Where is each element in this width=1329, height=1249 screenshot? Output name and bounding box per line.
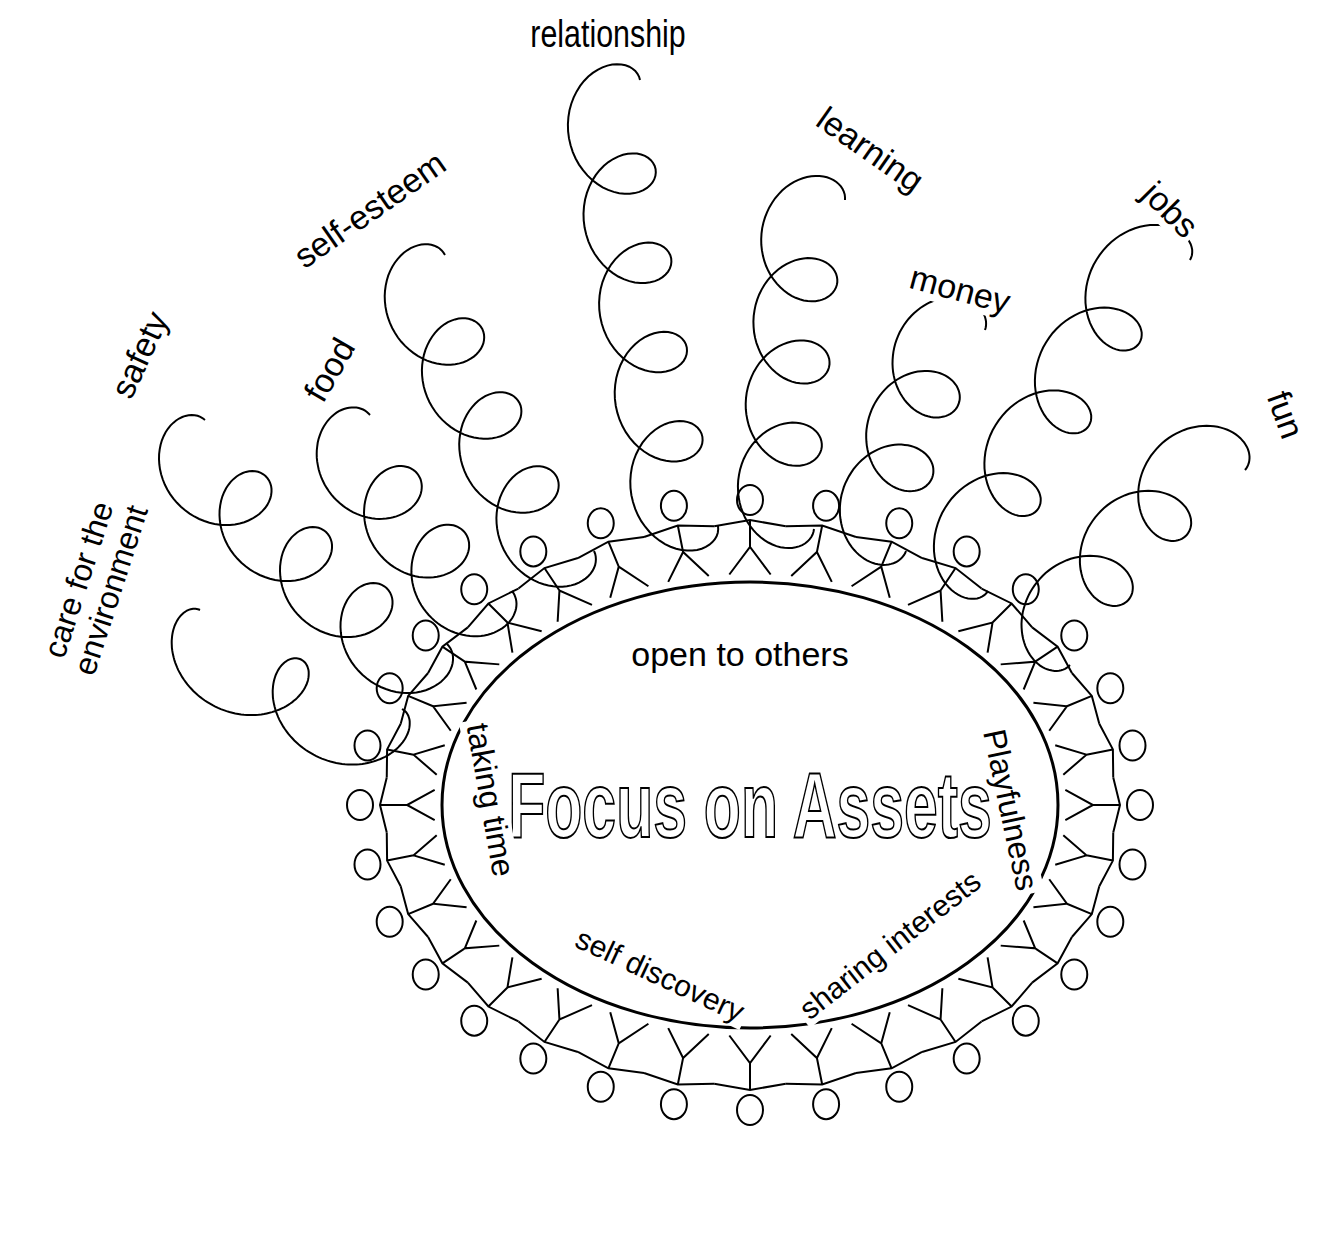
asset-label: relationship (527, 15, 689, 55)
person-head (1061, 621, 1087, 651)
person-head (461, 574, 487, 604)
person-head (661, 491, 687, 521)
person-body (786, 1028, 856, 1084)
person-body (1055, 724, 1113, 778)
asset-label: safety (103, 303, 177, 408)
person-body (714, 1036, 786, 1090)
person-head (354, 730, 380, 760)
loop-lines (159, 64, 1250, 764)
ring-label: open to others (627, 637, 852, 673)
person-body (714, 520, 786, 574)
person-head (377, 907, 403, 937)
ring-label: self discovery (567, 921, 752, 1030)
person-head (813, 491, 839, 521)
person-body (908, 558, 982, 622)
person-head (461, 1006, 487, 1036)
person-body (387, 832, 445, 886)
person-head (886, 1072, 912, 1102)
person-head (737, 485, 763, 515)
person-body (1065, 778, 1120, 833)
person-body (518, 558, 592, 622)
loop-line (172, 609, 410, 765)
person-head (1097, 907, 1123, 937)
person-body (518, 988, 592, 1052)
person-head (354, 850, 380, 880)
asset-label: jobs (1133, 173, 1208, 248)
person-head (413, 621, 439, 651)
person-head (1013, 1006, 1039, 1036)
person-head (813, 1089, 839, 1119)
person-head (520, 1044, 546, 1074)
person-head (737, 1095, 763, 1125)
asset-label: money (902, 259, 1018, 322)
person-body (578, 537, 648, 598)
person-body (644, 1028, 714, 1084)
person-head (954, 536, 980, 566)
person-body (1033, 673, 1099, 731)
person-body (1055, 832, 1113, 886)
people-ring (347, 485, 1153, 1125)
person-body (401, 879, 467, 937)
asset-label: fun (1259, 383, 1311, 447)
asset-label: food (296, 329, 364, 411)
loop-line (840, 297, 986, 565)
person-body (644, 525, 714, 581)
person-head (1127, 790, 1153, 820)
ellipse-line (442, 582, 1058, 1028)
person-head (954, 1044, 980, 1074)
person-head (1097, 673, 1123, 703)
person-head (661, 1089, 687, 1119)
asset-label: care for the environment (29, 471, 160, 699)
person-body (852, 1012, 922, 1073)
loop-line (568, 64, 718, 550)
center-title: Focus on Assets (508, 753, 992, 858)
loop-line (385, 244, 596, 586)
loop-line (159, 415, 453, 693)
person-head (377, 673, 403, 703)
loop-line (1022, 426, 1250, 671)
person-body (852, 537, 922, 598)
person-body (908, 988, 982, 1052)
person-head (886, 508, 912, 538)
person-head (413, 959, 439, 989)
asset-label: learning (807, 98, 933, 201)
person-body (578, 1012, 648, 1073)
person-head (588, 1072, 614, 1102)
person-body (380, 778, 435, 833)
person-head (1061, 959, 1087, 989)
person-head (1120, 850, 1146, 880)
person-head (588, 508, 614, 538)
loop-line (738, 176, 845, 548)
loop-line (317, 407, 517, 636)
person-head (520, 536, 546, 566)
person-head (1120, 730, 1146, 760)
asset-label: self-esteem (285, 143, 456, 278)
person-head (347, 790, 373, 820)
